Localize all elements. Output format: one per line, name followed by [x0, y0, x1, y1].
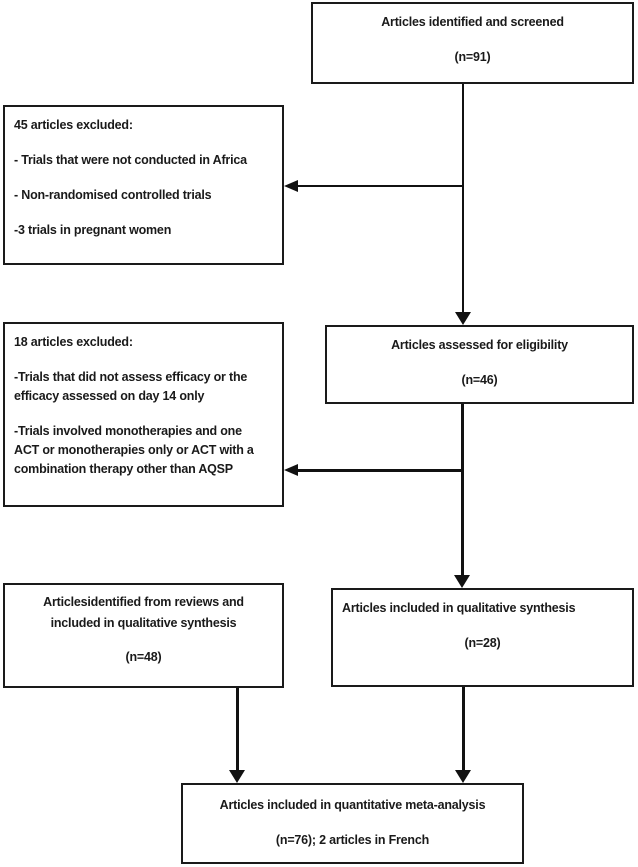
box-articles-screened: Articles identified and screened (n=91)	[311, 2, 634, 84]
connector-eligibility-to-qualitative	[461, 404, 464, 471]
box-title: Articles identified and screened	[381, 15, 564, 29]
box-title: Articles included in qualitative synthes…	[342, 601, 576, 615]
box-count: (n=46)	[461, 373, 498, 387]
connector-screened-to-eligibility-lower	[462, 187, 464, 313]
box-articles-eligibility: Articles assessed for eligibility (n=46)	[325, 325, 634, 404]
arrow-down-icon	[455, 312, 471, 325]
box-qualitative-synthesis: Articles included in qualitative synthes…	[331, 588, 634, 687]
box-title: 45 articles excluded:	[14, 118, 133, 132]
arrow-down-icon	[229, 770, 245, 783]
connector-branch-to-excluded-1	[296, 185, 464, 187]
box-title: 18 articles excluded:	[14, 335, 133, 349]
connector-qualitative-to-quantitative	[462, 687, 465, 770]
exclusion-reason: -3 trials in pregnant women	[14, 223, 172, 237]
connector-branch-to-excluded-2	[296, 469, 463, 472]
arrow-down-icon	[455, 770, 471, 783]
box-count: (n=91)	[454, 50, 491, 64]
exclusion-reason: -Trials involved monotherapies and one A…	[14, 424, 254, 476]
box-excluded-at-eligibility: 18 articles excluded: -Trials that did n…	[3, 322, 284, 507]
connector-reviews-to-quantitative	[236, 688, 239, 770]
box-quantitative-meta-analysis: Articles included in quantitative meta-a…	[181, 783, 524, 864]
box-articles-from-reviews: Articlesidentified from reviews and incl…	[3, 583, 284, 688]
box-title: Articlesidentified from reviews and incl…	[43, 595, 244, 630]
connector-eligibility-to-qualitative-lower	[461, 471, 464, 575]
arrow-down-icon	[454, 575, 470, 588]
arrow-left-icon	[284, 464, 298, 476]
box-count: (n=48)	[125, 650, 162, 664]
exclusion-reason: - Trials that were not conducted in Afri…	[14, 153, 247, 167]
box-count: (n=76); 2 articles in French	[275, 833, 430, 847]
exclusion-reason: -Trials that did not assess efficacy or …	[14, 370, 248, 403]
box-title: Articles assessed for eligibility	[391, 338, 568, 352]
exclusion-reason: - Non-randomised controlled trials	[14, 188, 212, 202]
arrow-left-icon	[284, 180, 298, 192]
box-excluded-at-screening: 45 articles excluded: - Trials that were…	[3, 105, 284, 265]
box-count: (n=28)	[464, 636, 501, 650]
connector-screened-to-eligibility	[462, 84, 464, 187]
box-title: Articles included in quantitative meta-a…	[219, 798, 486, 812]
